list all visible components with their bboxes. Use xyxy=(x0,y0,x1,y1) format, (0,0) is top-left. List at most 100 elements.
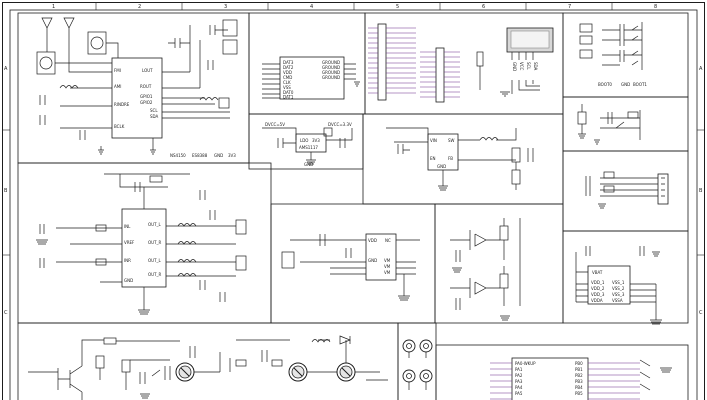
codec-pin-gpio2: GPIO2 xyxy=(140,100,153,105)
codec-label-gnd: GND xyxy=(214,153,223,158)
usbpd-nc: NC xyxy=(385,238,391,243)
mcu-pin-pa2: PA2 xyxy=(515,373,523,378)
mcu-pin-pb4: PB4 xyxy=(575,385,583,390)
ldo-label-dvcc5: DVCC=5V xyxy=(265,122,285,127)
buck-pin-gnd: GND xyxy=(437,164,446,169)
connector-gnd-3: GROUND xyxy=(322,70,340,75)
boot-label-gnd: GND xyxy=(621,82,630,87)
charger-vdda: VDDA xyxy=(591,298,603,303)
codec-pin-fmi: FMI xyxy=(114,68,121,73)
col-label-8: 8 xyxy=(654,4,657,10)
row-label-c-right: C xyxy=(699,310,703,316)
amp-pin-inl: INL xyxy=(124,224,131,229)
col-label-1: 1 xyxy=(52,4,55,10)
ldo-label-dvcc33: DVCC=3.3V xyxy=(328,122,352,127)
buck-pin-sw: SW xyxy=(448,138,455,143)
connector-gnd-2: GROUND xyxy=(322,65,340,70)
usbpd-vdd: VDD xyxy=(368,238,377,243)
ldo-part-2: 3V3 xyxy=(312,138,320,143)
connector-block: DAT3 DAT2 VDD CMD CLK VSS DAT0 DAT1 GROU… xyxy=(262,56,360,100)
row-label-c-left: C xyxy=(4,310,8,316)
codec-label-3v3: 3V3 xyxy=(228,153,236,158)
col-label-3: 3 xyxy=(224,4,227,10)
buck-pin-fb: FB xyxy=(448,156,453,161)
mcu-pin-pa1: PA1 xyxy=(515,367,523,372)
boot-label-boot1: BOOT1 xyxy=(633,82,647,87)
connector-gnd-1: GROUND xyxy=(322,60,340,65)
charger-vss1: VSS_1 xyxy=(612,280,625,285)
amp-pin-outr-2: OUT_R xyxy=(148,272,162,277)
bottom-amp-block xyxy=(28,335,388,400)
charger-vss2: VSS_2 xyxy=(612,286,625,291)
amp-pin-outl: OUT_L xyxy=(148,222,162,227)
col-label-5: 5 xyxy=(396,4,399,10)
amp-pin-inr: INR xyxy=(124,258,131,263)
audio-amp-block: INL VREF INR GND OUT_L OUT_R OUT_L OUT_R xyxy=(36,173,247,315)
mcu-block: PA0-WKUP PA1 PA2 PA3 PA4 PA5 PB0 PB1 PB2… xyxy=(490,357,672,400)
connector-pin-dat1: DAT1 xyxy=(283,95,294,100)
usbpd-vm1: VM xyxy=(384,258,391,263)
col-label-4: 4 xyxy=(310,4,313,10)
usbpd-vm3: VM xyxy=(384,270,391,275)
boot-switch-block: BOOT0 GND BOOT1 xyxy=(579,22,647,87)
header-connector-block xyxy=(585,171,669,209)
mcu-pin-pb2: PB2 xyxy=(575,373,583,378)
row-label-a-right: A xyxy=(699,66,703,72)
charger-vbat: VBAT xyxy=(592,270,603,275)
codec-pin-rindre: RINDRE xyxy=(114,102,130,107)
charger-vssa: VSSA xyxy=(612,298,623,303)
codec-pin-rout: ROUT xyxy=(140,84,152,89)
usb-power-block: VDD NC GND VM VM VM xyxy=(281,233,420,301)
buck-pin-vin: VIN xyxy=(430,138,437,143)
col-label-7: 7 xyxy=(568,4,571,10)
buck-pin-en: EN xyxy=(430,156,436,161)
ldo-part: LDO xyxy=(300,138,308,143)
connector-pin-vdd: VDD xyxy=(283,70,292,75)
mcu-pin-pb0: PB0 xyxy=(575,361,583,366)
reset-block xyxy=(577,104,641,145)
connector-pin-dat2: DAT2 xyxy=(283,65,294,70)
mcu-pin-pa3: PA3 xyxy=(515,379,523,384)
lcd-pin-scl: SCL xyxy=(526,62,531,70)
ldo-block: LDO 3V3 AMS1117 DVCC=5V DVCC=3.3V GND xyxy=(262,122,353,167)
boot-label-boot0: BOOT0 xyxy=(598,82,612,87)
pin-list-block: GND VCC SCL SDA xyxy=(368,23,554,103)
ldo-part-3: AMS1117 xyxy=(299,145,318,150)
amp-pin-vref: VREF xyxy=(124,240,135,245)
mcu-pin-pb3: PB3 xyxy=(575,379,583,384)
ldo-label-gnd: GND xyxy=(304,162,313,167)
codec-pin-lout: LOUT xyxy=(142,68,153,73)
charger-vdd2: VDD_2 xyxy=(591,286,605,291)
codec-pin-bclk: BCLK xyxy=(114,124,125,129)
connector-pin-dat0: DAT0 xyxy=(283,90,294,95)
charger-vss3: VSS_3 xyxy=(612,292,625,297)
codec-pin-gpio1: GPIO1 xyxy=(140,94,153,99)
usbpd-gnd: GND xyxy=(368,258,377,263)
mcu-pin-pa5: PA5 xyxy=(515,391,523,396)
usbpd-vm2: VM xyxy=(384,264,391,269)
amp-pin-gnd: GND xyxy=(124,278,133,283)
section-outlines xyxy=(17,12,689,400)
audio-codec-block: FMI AMI RINDRE BCLK LOUT ROUT GPIO1 GPIO… xyxy=(36,17,238,158)
col-label-6: 6 xyxy=(482,4,485,10)
row-label-b-left: B xyxy=(4,188,8,194)
col-label-2: 2 xyxy=(138,4,141,10)
buck-converter-block: VIN SW EN FB GND xyxy=(386,127,534,191)
lcd-pin-sda: SDA xyxy=(533,62,538,71)
codec-pin-ami: AMI xyxy=(114,84,121,89)
jack-block xyxy=(402,339,433,390)
row-label-b-right: B xyxy=(699,188,703,194)
mcu-pin-pb5: PB5 xyxy=(575,391,583,396)
charger-block: VBAT VDD_1 VDD_2 VDD_3 VDDA VSS_1 VSS_2 … xyxy=(575,246,662,325)
amp-pin-outr: OUT_R xyxy=(148,240,162,245)
codec-pin-scl: SCL xyxy=(150,108,158,113)
mcu-pin-pa4: PA4 xyxy=(515,385,523,390)
switch-block xyxy=(450,218,521,321)
charger-vdd1: VDD_1 xyxy=(591,280,605,285)
codec-label-ns4150: NS4150 xyxy=(170,153,186,158)
lcd-pin-gnd: GND xyxy=(512,62,517,71)
mcu-pin-pa0: PA0-WKUP xyxy=(515,361,536,366)
row-label-a-left: A xyxy=(4,66,8,72)
charger-vdd3: VDD_3 xyxy=(591,292,605,297)
